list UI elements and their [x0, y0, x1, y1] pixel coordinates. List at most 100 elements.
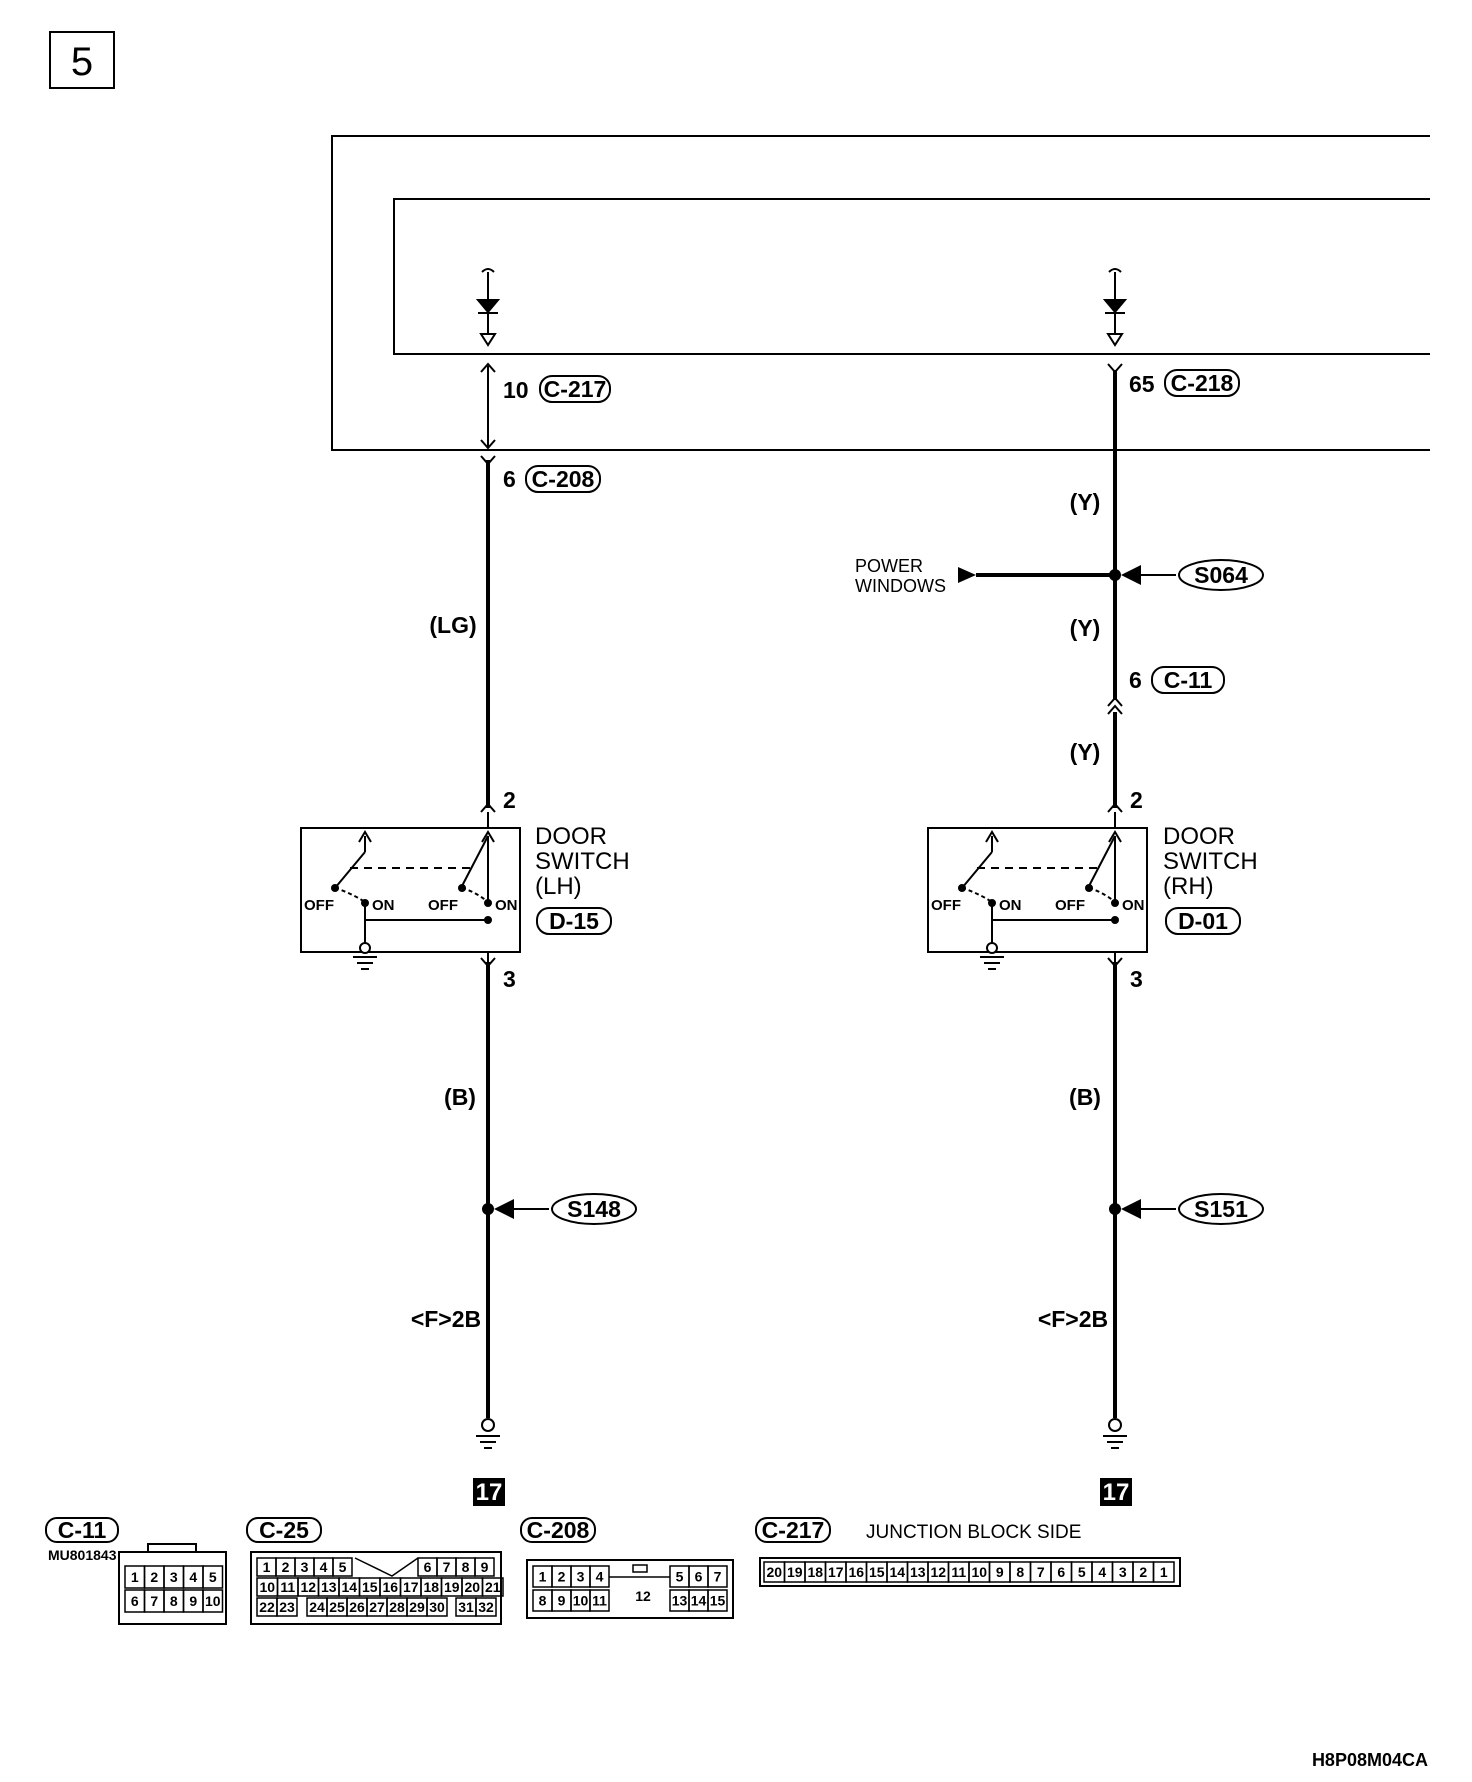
c208-pin-9: 9: [558, 1593, 566, 1609]
c25-pin-22: 22: [259, 1599, 275, 1615]
c11-part-number: MU801843: [48, 1547, 117, 1563]
c208-pin-15-cell: [707, 1589, 728, 1612]
c25-pin-21-cell: [481, 1577, 504, 1597]
left-switch-on-b: ON: [495, 897, 518, 914]
right-splice: S151: [1109, 1193, 1264, 1225]
left-switch-on-a: ON: [372, 897, 395, 914]
power-windows-arrow: [958, 567, 976, 583]
c25-id: C-25: [259, 1517, 309, 1543]
c217-pin-18: 18: [807, 1564, 823, 1580]
c25-pin-17: 17: [403, 1579, 419, 1595]
c25-pin-24: 24: [309, 1599, 325, 1615]
c25-key-notch: [354, 1557, 419, 1577]
c217-pin-11: 11: [951, 1564, 966, 1580]
c25-pin-14: 14: [341, 1579, 357, 1595]
c25-pin-26: 26: [349, 1599, 365, 1615]
left-lower-connector-tag: C-208: [525, 465, 601, 493]
right-ground-ref: <F>2B: [1038, 1306, 1108, 1332]
c25-pin-20: 20: [464, 1579, 480, 1595]
c11-id: C-11: [58, 1517, 107, 1543]
c25-pin-10: 10: [259, 1579, 275, 1595]
c208-pin-11-cell: [589, 1589, 610, 1612]
c208-id: C-208: [527, 1517, 590, 1543]
left-lower-connector-id: C-208: [532, 466, 595, 492]
c217-pin-8: 8: [1016, 1564, 1024, 1580]
c25-pin-23: 23: [279, 1599, 295, 1615]
left-ground-ref: <F>2B: [411, 1306, 481, 1332]
right-mid-connector-id: C-11: [1164, 667, 1213, 693]
right-ground-number: 17: [1103, 1479, 1130, 1506]
c208-pin-1: 1: [539, 1569, 547, 1585]
left-connector-marks: [480, 362, 496, 968]
c11-pin-10: 10: [205, 1593, 221, 1609]
c11-pin-4: 4: [189, 1569, 197, 1585]
c25-pin-19: 19: [444, 1579, 460, 1595]
right-mid-connector-tag: C-11: [1151, 666, 1225, 694]
left-upper-connector-id: C-217: [544, 376, 607, 402]
c208-pin-15: 15: [710, 1593, 726, 1609]
left-switch-name-3: (LH): [535, 873, 582, 900]
left-switch-connector-id: D-15: [549, 908, 599, 934]
c217-pin-3: 3: [1119, 1564, 1127, 1580]
right-switch-name-2: SWITCH: [1163, 848, 1258, 875]
c208-pin-7-cell: [707, 1565, 728, 1588]
c25-pin-30: 30: [429, 1599, 445, 1615]
left-wire-color-bottom: (B): [444, 1084, 476, 1110]
c217-pin-1-cell: [1152, 1561, 1175, 1583]
c25-pin-25: 25: [329, 1599, 345, 1615]
c25-pin-18: 18: [423, 1579, 439, 1595]
c25-pin-5: 5: [339, 1559, 347, 1575]
right-wire-color-2: (Y): [1070, 615, 1101, 641]
c217-pin-19: 19: [787, 1564, 803, 1580]
c25-pin-11: 11: [280, 1579, 295, 1595]
power-windows-line1: POWER: [855, 556, 923, 576]
c25-pin-23-cell: [276, 1597, 298, 1617]
left-ground-number-box: 17: [473, 1478, 505, 1506]
c217-pin-7: 7: [1037, 1564, 1045, 1580]
c25-pin-9: 9: [481, 1559, 489, 1575]
c208-pin-2: 2: [558, 1569, 566, 1585]
c25-pin-8: 8: [462, 1559, 470, 1575]
c25-pin-9-cell: [474, 1557, 495, 1577]
right-wire-color-3: (Y): [1070, 739, 1101, 765]
c25-pin-29: 29: [409, 1599, 425, 1615]
left-ground-symbol: [476, 1418, 500, 1449]
c11-pin-7: 7: [150, 1593, 158, 1609]
c25-pin-28: 28: [389, 1599, 405, 1615]
c217-pin-20: 20: [766, 1564, 782, 1580]
right-wire-color-bottom: (B): [1069, 1084, 1101, 1110]
door-switch-lh: [300, 812, 521, 970]
c11-pin-5: 5: [209, 1569, 217, 1585]
right-switch-name-1: DOOR: [1163, 823, 1235, 850]
diode-symbol-right: [1102, 268, 1128, 347]
c208-pin-4: 4: [596, 1569, 604, 1585]
c25-pin-27: 27: [369, 1599, 385, 1615]
c217-pin-2: 2: [1139, 1564, 1147, 1580]
c217-pin-10: 10: [971, 1564, 987, 1580]
left-ground-number: 17: [476, 1479, 503, 1506]
c25-pin-32-cell: [475, 1597, 497, 1617]
left-lower-pin: 6: [503, 466, 516, 492]
right-switch-off-b: OFF: [1055, 897, 1085, 914]
c25-pin-12: 12: [300, 1579, 316, 1595]
c25-pin-4: 4: [320, 1559, 328, 1575]
c11-pin-1: 1: [131, 1569, 139, 1585]
c25-pin-6: 6: [424, 1559, 432, 1575]
c217-pin-15: 15: [869, 1564, 885, 1580]
right-mid-pin: 6: [1129, 667, 1142, 693]
c217-pin-16: 16: [848, 1564, 864, 1580]
c217-caption: JUNCTION BLOCK SIDE: [866, 1522, 1081, 1543]
c11-pin-5-cell: [202, 1565, 224, 1589]
c208-pin-10: 10: [573, 1593, 589, 1609]
c25-pin-31: 31: [458, 1599, 474, 1615]
left-splice: S148: [482, 1193, 637, 1225]
c208-pin-6: 6: [695, 1569, 703, 1585]
right-switch-on-a: ON: [999, 897, 1022, 914]
right-switch-on-b: ON: [1122, 897, 1145, 914]
